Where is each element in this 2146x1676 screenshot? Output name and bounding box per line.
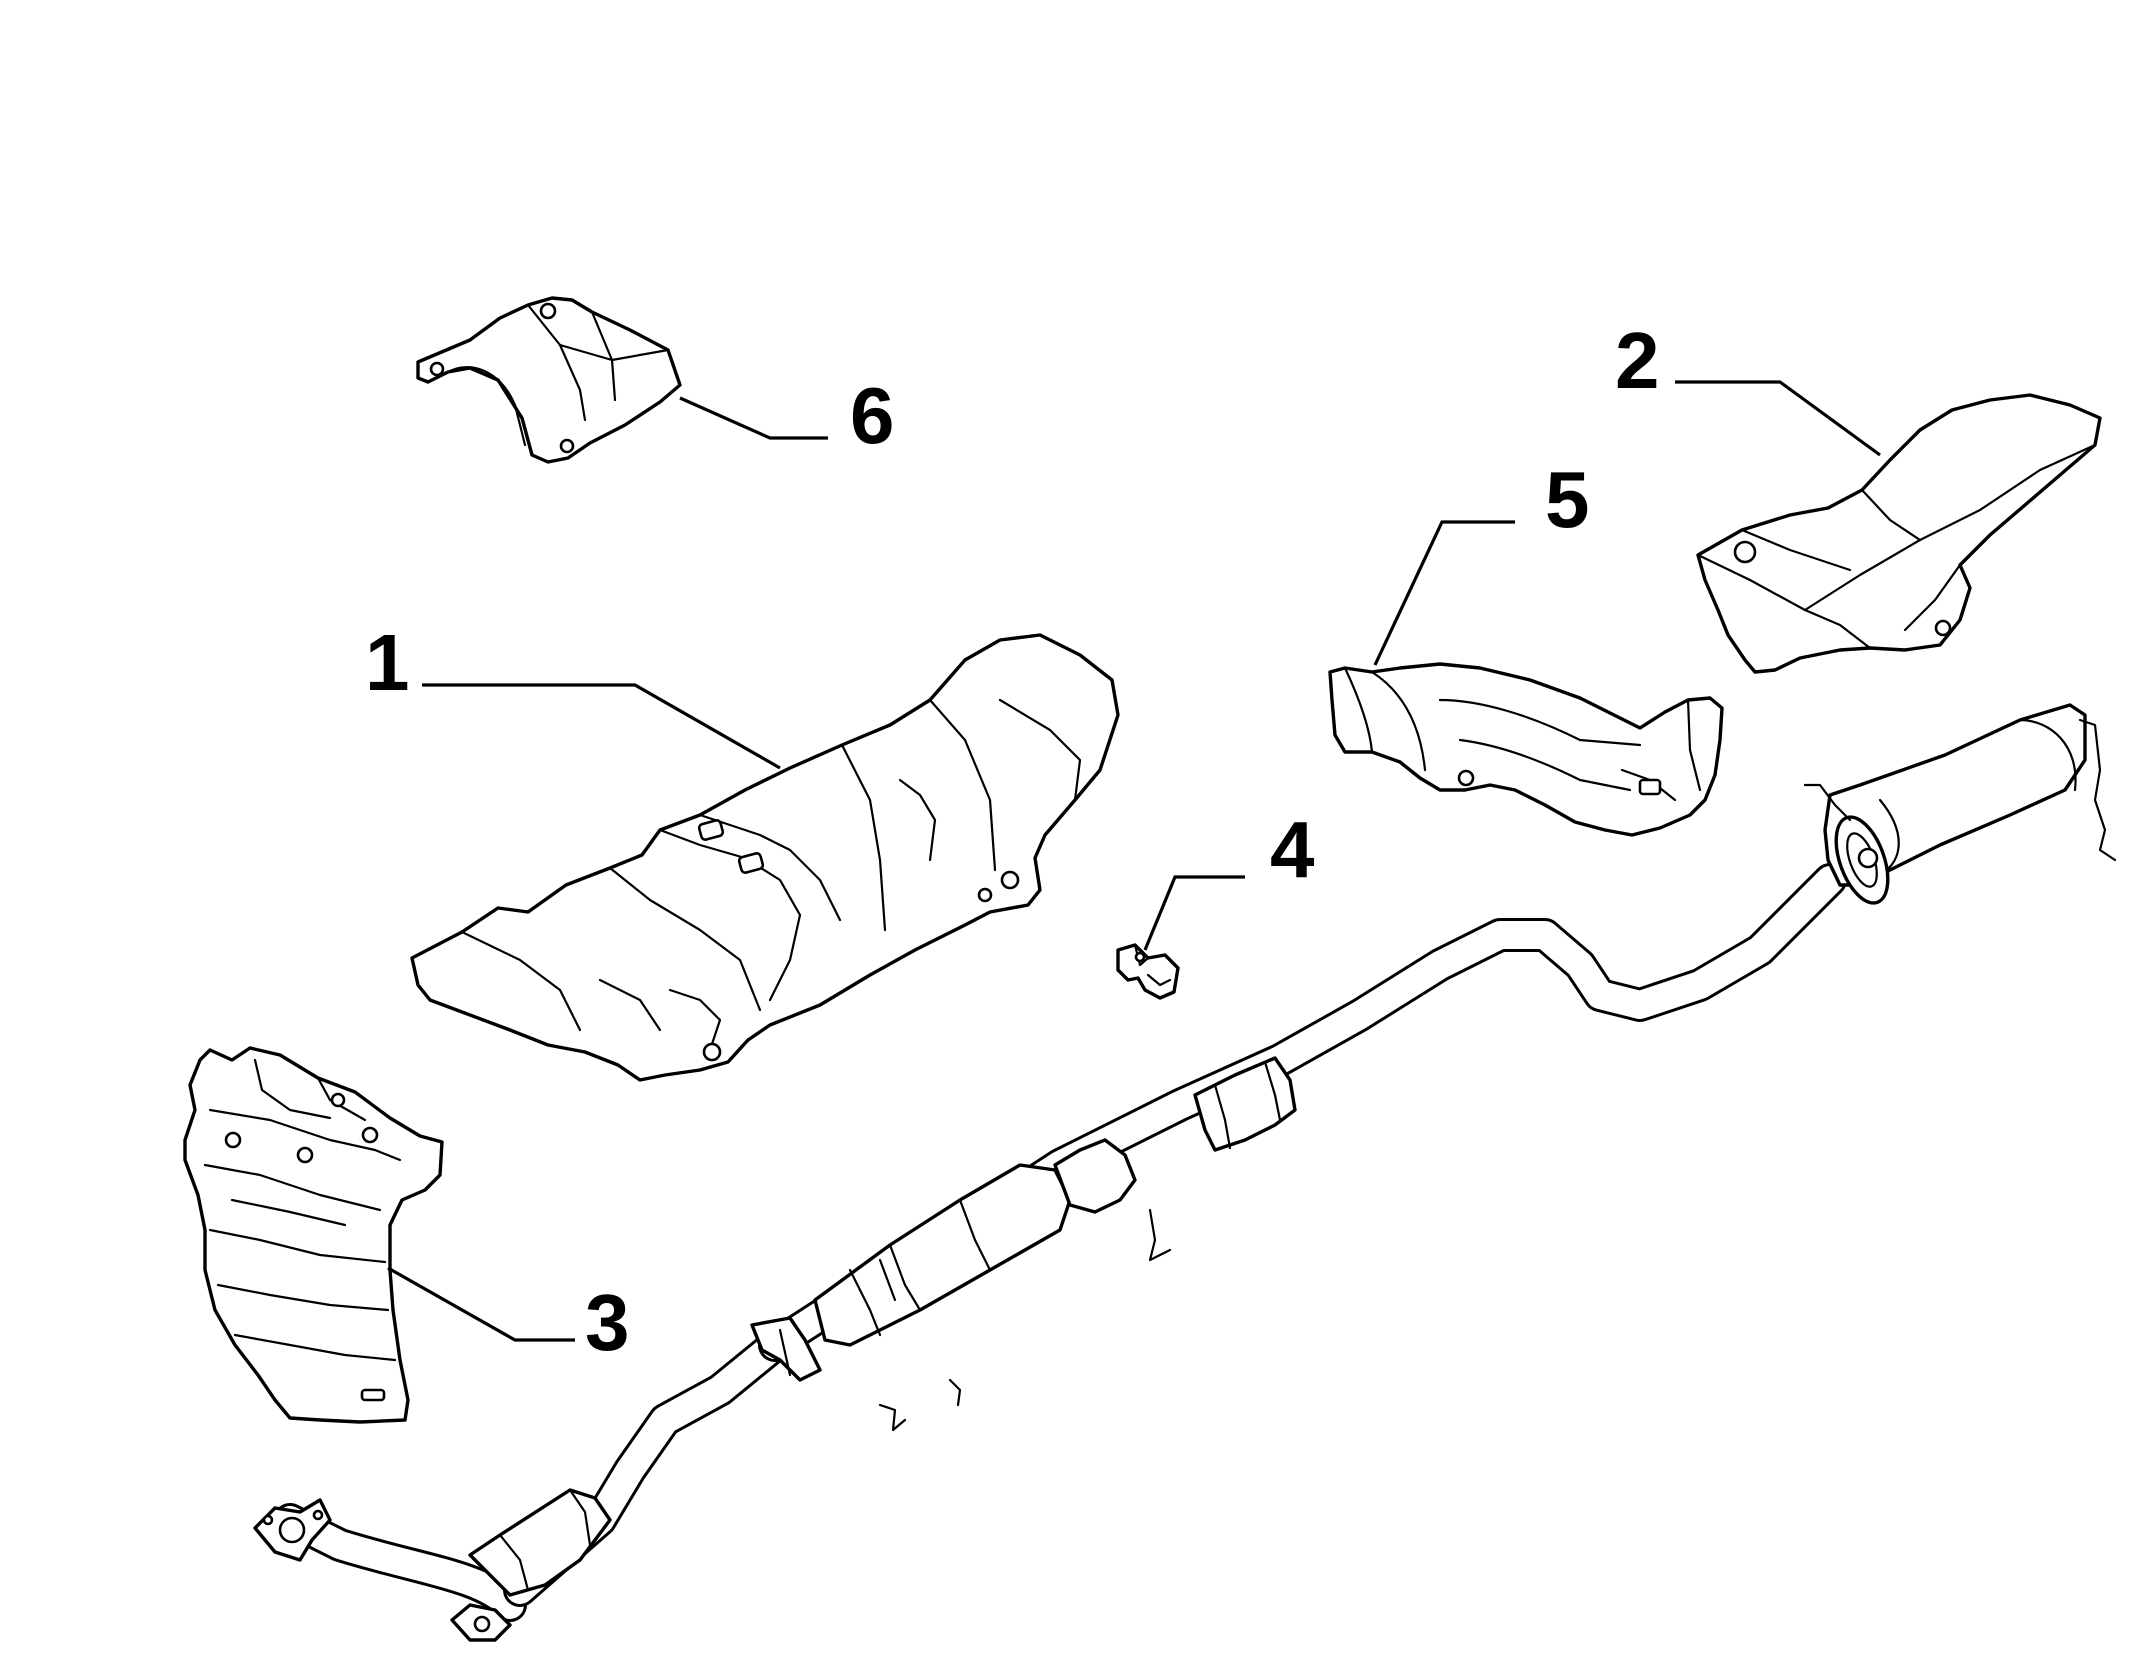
- callout-5: 5: [1545, 455, 1590, 544]
- part-3-manifold-heat-shield[interactable]: [183, 1046, 444, 1424]
- callout-3: 3: [585, 1278, 630, 1367]
- callout-6: 6: [850, 371, 895, 460]
- part-6-heat-shield[interactable]: [416, 296, 682, 464]
- part-1-heat-shield[interactable]: [410, 633, 1120, 1082]
- leader-2: [1675, 380, 1881, 457]
- leader-1: [422, 683, 781, 770]
- part-2-heat-shield[interactable]: [1696, 393, 2102, 674]
- callout-1: 1: [365, 618, 410, 707]
- exhaust-pipe-assembly: [253, 703, 2117, 1642]
- leader-3: [387, 1266, 575, 1342]
- part-5-heat-shield[interactable]: [1328, 662, 1724, 837]
- leader-6: [679, 396, 828, 440]
- leader-5: [1373, 520, 1515, 666]
- leader-4: [1143, 875, 1245, 951]
- part-4-clip[interactable]: [1116, 943, 1180, 1000]
- callout-2: 2: [1615, 316, 1660, 405]
- leader-lines: [387, 380, 1881, 1342]
- callout-4: 4: [1270, 805, 1315, 894]
